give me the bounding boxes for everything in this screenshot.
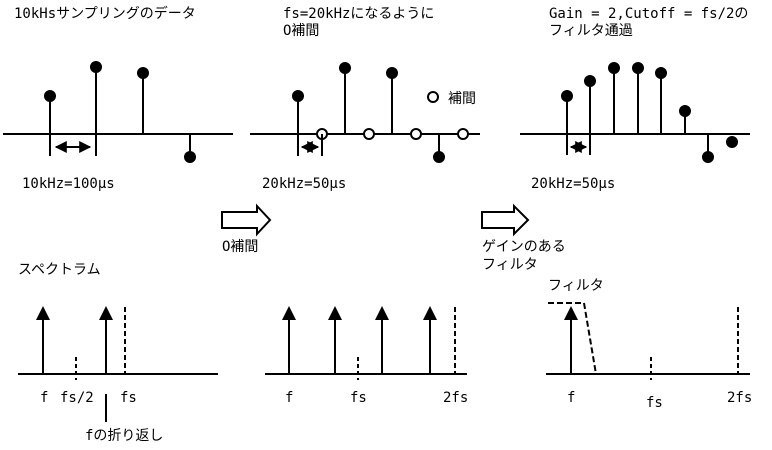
output-point bbox=[608, 62, 620, 74]
output-point bbox=[632, 62, 644, 74]
filter-response bbox=[548, 302, 597, 375]
interp-point bbox=[363, 128, 375, 140]
spectral-arrowhead bbox=[375, 306, 389, 320]
panel1-title: 10kHsサンプリングのデータ bbox=[14, 6, 196, 22]
spec1-fs-label: fs bbox=[120, 390, 137, 406]
panel1-interval-label: 10kHz=100μs bbox=[22, 176, 115, 192]
spectral-arrowhead bbox=[423, 306, 437, 320]
sample-point bbox=[137, 67, 149, 79]
spec2-f-label: f bbox=[285, 390, 294, 406]
spec2-fs-label: fs bbox=[350, 390, 367, 406]
sample-point bbox=[433, 151, 445, 163]
panel2-legend-label: 補間 bbox=[448, 91, 476, 107]
output-point bbox=[561, 90, 573, 102]
process-arrow-2 bbox=[481, 203, 530, 237]
spec2-2fs-label: 2fs bbox=[443, 390, 469, 406]
spec3-f-label: f bbox=[567, 390, 576, 406]
sample-point bbox=[386, 67, 398, 79]
panel3-interval-label: 20kHz=50μs bbox=[531, 176, 616, 192]
output-point bbox=[584, 75, 596, 87]
sample-point bbox=[44, 90, 56, 102]
output-point bbox=[679, 105, 691, 117]
arrow1-label: O補間 bbox=[222, 239, 259, 255]
spectral-arrowhead bbox=[99, 306, 113, 320]
panel2-stem-plot bbox=[250, 62, 480, 163]
panel3-title-line2: フィルタ通過 bbox=[549, 23, 633, 39]
spec1-alias-note: fの折り返し bbox=[85, 428, 164, 444]
legend-interp-point bbox=[427, 91, 439, 103]
output-point bbox=[702, 151, 714, 163]
spectral-arrowhead bbox=[564, 306, 578, 320]
panel1-stem-plot bbox=[3, 61, 233, 163]
arrow2-label-line2: フィルタ bbox=[482, 257, 538, 273]
panel3-title-line1: Gain = 2,Cutoff = fs/2の bbox=[549, 6, 749, 22]
spectral-arrowhead bbox=[328, 306, 342, 320]
sample-point bbox=[184, 151, 196, 163]
panel2-title-line2: O補間 bbox=[283, 23, 320, 39]
sample-point bbox=[90, 61, 102, 73]
panel2-interval-label: 20kHz=50μs bbox=[262, 176, 347, 192]
process-arrow-1 bbox=[221, 203, 272, 237]
spectral-arrowhead bbox=[36, 306, 50, 320]
spec1-f-label: f bbox=[40, 390, 49, 406]
interp-point bbox=[410, 128, 422, 140]
spectrum-title: スペクトラム bbox=[18, 262, 101, 278]
output-point bbox=[655, 67, 667, 79]
spec3-fs-label: fs bbox=[646, 395, 663, 411]
interp-point bbox=[457, 128, 469, 140]
panel3-stem-plot bbox=[520, 62, 750, 163]
panel2-title-line1: fs=20kHzになるように bbox=[283, 6, 435, 22]
spectrum1 bbox=[18, 306, 218, 422]
output-point bbox=[726, 136, 738, 148]
spec3-filter-label: フィルタ bbox=[548, 278, 604, 294]
arrow2-label-line1: ゲインのある bbox=[482, 239, 566, 255]
spectrum2 bbox=[265, 306, 467, 380]
spec3-2fs-label: 2fs bbox=[727, 390, 753, 406]
spectral-arrowhead bbox=[282, 306, 296, 320]
spec1-fs-half-label: fs/2 bbox=[60, 390, 94, 406]
spectrum3 bbox=[546, 302, 750, 380]
sample-point bbox=[292, 90, 304, 102]
sample-point bbox=[339, 62, 351, 74]
